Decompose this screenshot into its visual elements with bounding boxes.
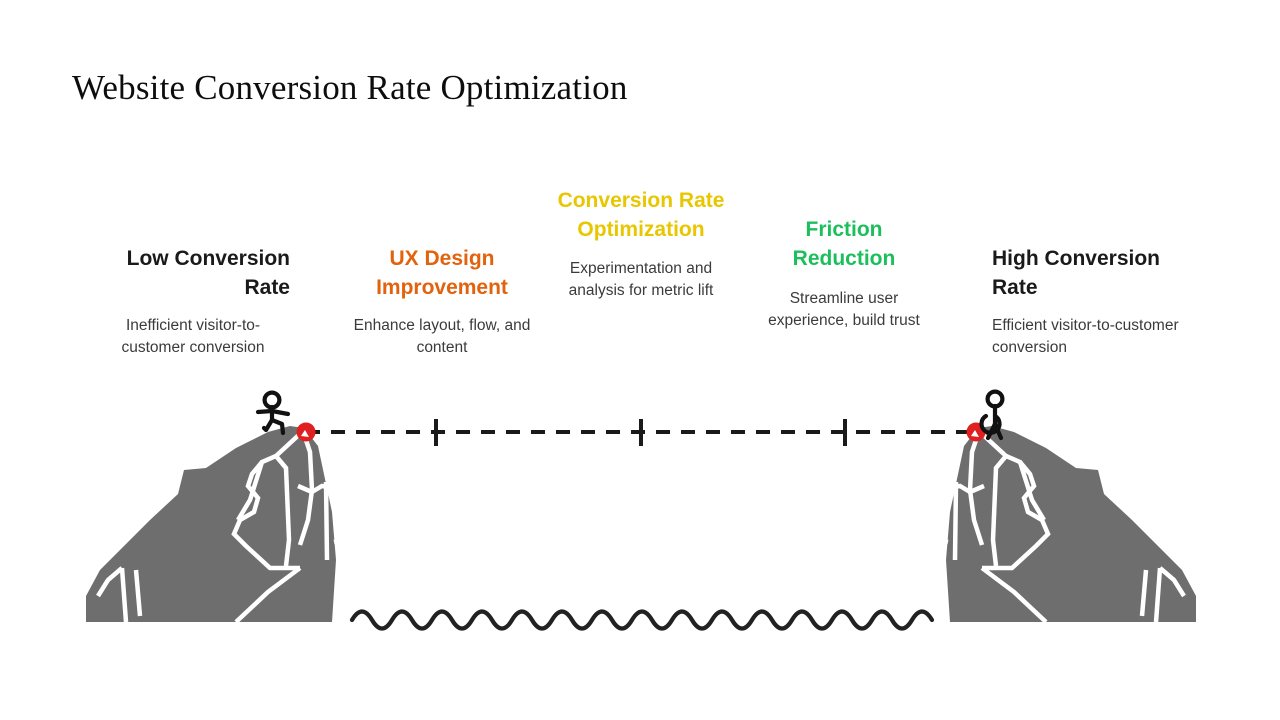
column-low-conversion-rate: Low Conversion Rate Inefficient visitor-… bbox=[96, 244, 290, 359]
left-climber-icon bbox=[255, 390, 291, 436]
rope-line bbox=[306, 419, 978, 446]
column-heading: High Conversion Rate bbox=[992, 247, 1161, 299]
column-heading: UX Design Improvement bbox=[376, 247, 508, 299]
column-heading: Friction Reduction bbox=[792, 218, 896, 270]
column-body: Efficient visitor-to-customer conversion bbox=[992, 317, 1179, 356]
column-ux-design-improvement: UX Design Improvement Enhance layout, fl… bbox=[352, 244, 532, 359]
column-heading: Low Conversion Rate bbox=[126, 247, 290, 299]
column-body: Experimentation and analysis for metric … bbox=[568, 260, 714, 299]
column-body: Streamline user experience, build trust bbox=[768, 290, 920, 329]
left-rope-anchor-icon bbox=[296, 422, 316, 442]
right-rope-anchor-icon bbox=[966, 422, 986, 442]
water-wave-line bbox=[349, 609, 935, 631]
column-heading: Conversion Rate Optimization bbox=[557, 189, 725, 241]
column-conversion-rate-optimization: Conversion Rate Optimization Experimenta… bbox=[552, 186, 730, 302]
left-mountain-icon bbox=[86, 426, 355, 624]
column-high-conversion-rate: High Conversion Rate Efficient visitor-t… bbox=[992, 244, 1192, 359]
right-mountain-icon bbox=[927, 426, 1196, 624]
column-body: Enhance layout, flow, and content bbox=[353, 317, 531, 356]
right-climber-icon bbox=[979, 389, 1005, 441]
column-friction-reduction: Friction Reduction Streamline user exper… bbox=[760, 215, 928, 332]
page-title: Website Conversion Rate Optimization bbox=[72, 68, 628, 107]
column-body: Inefficient visitor-to-customer conversi… bbox=[121, 317, 265, 356]
